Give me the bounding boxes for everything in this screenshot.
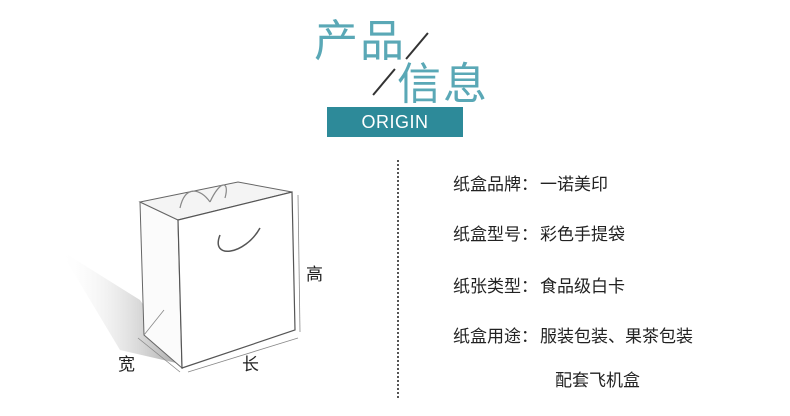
length-label: 长 — [242, 355, 259, 375]
title-slash-top — [405, 32, 429, 60]
title-slash-bottom — [372, 68, 396, 96]
page-title-line1: 产品 — [314, 16, 406, 67]
height-label: 高 — [306, 265, 323, 285]
page-title-line2: 信息 — [397, 59, 489, 110]
spec-row-usage: 纸盒用途：服装包装、果茶包装 — [453, 322, 693, 347]
spec-row-model: 纸盒型号：彩色手提袋 — [453, 220, 625, 245]
spec-value: 食品级白卡 — [540, 277, 625, 297]
paper-bag-icon — [60, 181, 301, 373]
width-label: 宽 — [118, 355, 135, 375]
spec-value: 一诺美印 — [540, 175, 608, 195]
dotted-divider — [397, 160, 399, 398]
spec-key: 纸盒型号： — [453, 225, 538, 245]
spec-row-brand: 纸盒品牌：一诺美印 — [453, 170, 608, 195]
bag-illustration — [60, 150, 360, 390]
spec-value: 配套飞机盒 — [555, 371, 640, 391]
spec-key: 纸张类型： — [453, 277, 538, 297]
spec-value: 彩色手提袋 — [540, 225, 625, 245]
spec-row-usage-extra: 配套飞机盒 — [553, 366, 640, 391]
spec-key: 纸盒用途： — [453, 327, 538, 347]
origin-design-badge: ORIGIN DESIGN — [327, 107, 463, 162]
spec-row-paper-type: 纸张类型：食品级白卡 — [453, 272, 625, 297]
spec-value: 服装包装、果茶包装 — [540, 327, 693, 347]
spec-key: 纸盒品牌： — [453, 175, 538, 195]
